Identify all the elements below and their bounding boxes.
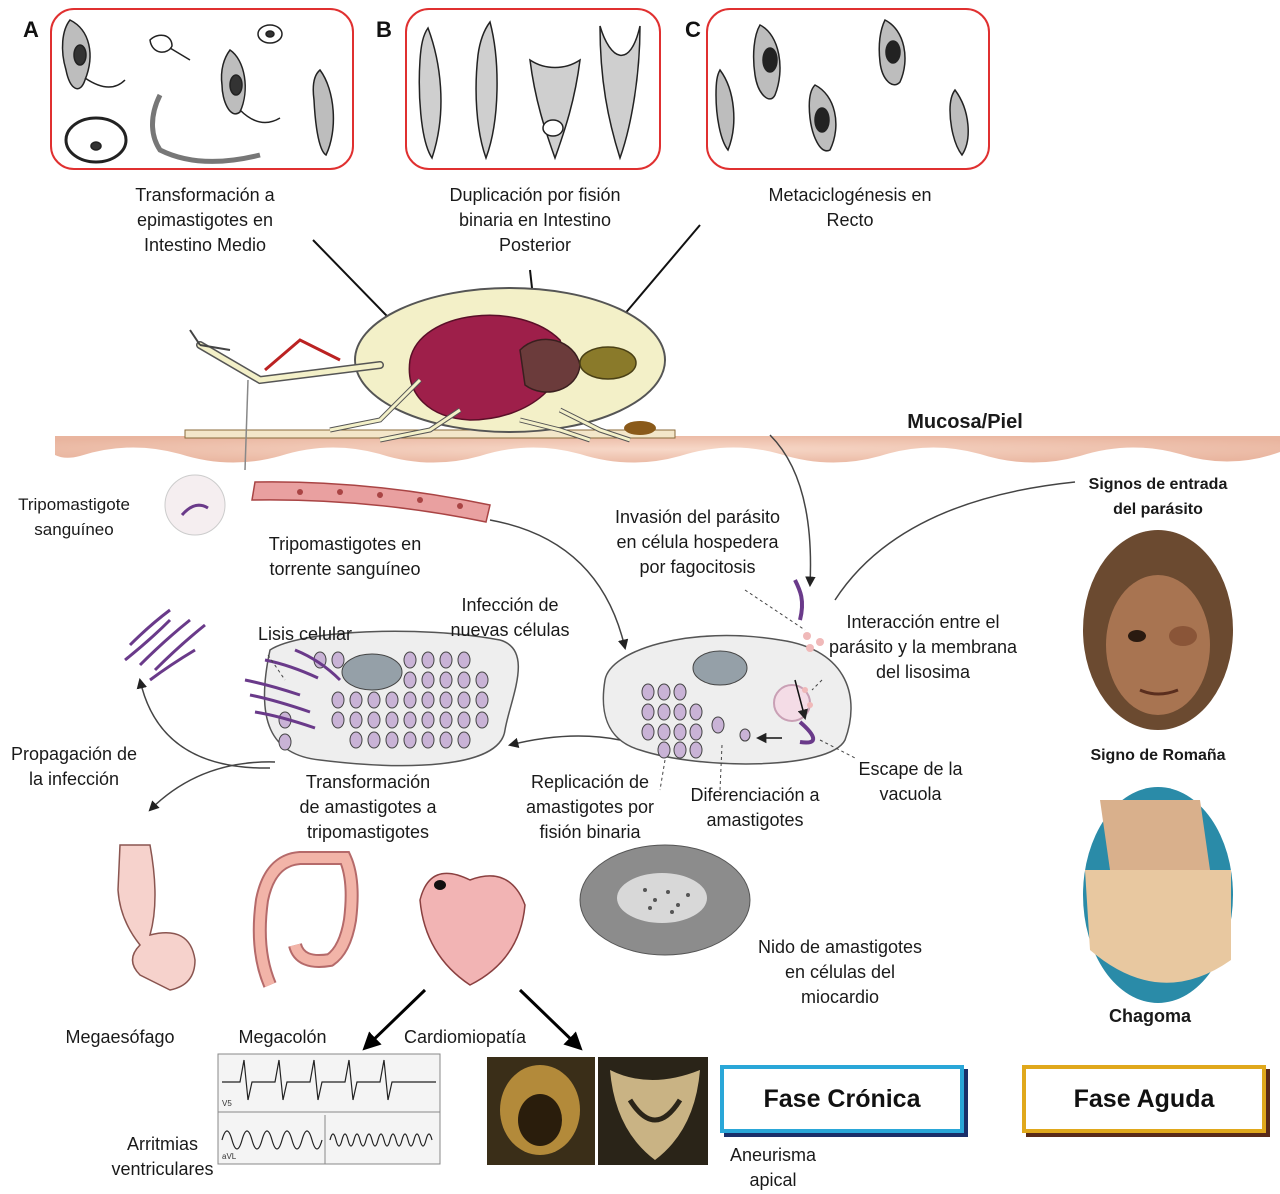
panel-c-frame (706, 8, 990, 170)
heart-illustration (420, 873, 525, 985)
panel-b-caption: Duplicación por fisión binaria en Intest… (420, 183, 650, 258)
signo-romana-label: Signo de Romaña (1058, 743, 1258, 768)
infeccion-nuevas-label: Infección de nuevas células (440, 593, 580, 643)
megacolon-label: Megacolón (220, 1025, 345, 1050)
fase-aguda-box: Fase Aguda (1022, 1065, 1266, 1133)
skin-mucosa-band (55, 430, 1280, 463)
fase-cronica-box: Fase Crónica (720, 1065, 964, 1133)
tripomastigotes-torrente-label: Tripomastigotes en torrente sanguíneo (250, 532, 440, 582)
aneurisma-label: Aneurisma apical (718, 1143, 828, 1193)
ecg-v5-label: V5 (222, 1099, 232, 1108)
fase-cronica-label: Fase Crónica (763, 1085, 920, 1114)
replicacion-label: Replicación de amastigotes por fisión bi… (510, 770, 670, 845)
megacolon-illustration (260, 858, 352, 985)
panel-letter-c: C (685, 17, 701, 43)
lisis-celular-label: Lisis celular (250, 622, 360, 647)
panel-a-frame (50, 8, 354, 170)
chagoma-label: Chagoma (1090, 1004, 1210, 1029)
interaccion-label: Interacción entre el parásito y la membr… (813, 610, 1033, 685)
invasion-label: Invasión del parásito en célula hospeder… (590, 505, 805, 580)
panel-b-frame (405, 8, 661, 170)
free-trypomastigotes (125, 610, 205, 680)
nido-amastigotes-label: Nido de amastigotes en células del mioca… (735, 935, 945, 1010)
host-cell-left (245, 631, 518, 765)
cardiomiopatia-label: Cardiomiopatía (390, 1025, 540, 1050)
aneurysm-photos (487, 1057, 708, 1165)
romana-sign-photo (1083, 530, 1233, 730)
chagoma-photo (1083, 787, 1233, 1003)
fase-aguda-label: Fase Aguda (1074, 1085, 1215, 1114)
megaesofago-label: Megaesófago (50, 1025, 190, 1050)
propagacion-label: Propagación de la infección (0, 742, 148, 792)
blood-smear (165, 475, 225, 535)
megaesophagus-illustration (118, 845, 195, 990)
diferenciacion-label: Diferenciación a amastigotes (680, 783, 830, 833)
amastigote-nest-micrograph (580, 845, 750, 955)
arritmias-label: Arritmias ventriculares (105, 1132, 220, 1182)
arrow-entry-signs (835, 482, 1075, 600)
tripomastigote-sanguineo-label: Tripomastigote sanguíneo (0, 492, 148, 542)
transformacion-label: Transformación de amastigotes a tripomas… (288, 770, 448, 845)
panel-c-caption: Metaciclogénesis en Recto (745, 183, 955, 233)
mucosa-label: Mucosa/Piel (880, 410, 1050, 435)
signos-entrada-label: Signos de entrada del parásito (1068, 472, 1248, 522)
panel-letter-b: B (376, 17, 392, 43)
ecg-avl-label: aVL (222, 1152, 236, 1161)
ecg-strips (218, 1054, 440, 1164)
panel-letter-a: A (23, 17, 39, 43)
blood-vessel (252, 482, 490, 522)
arrow-to-replication (510, 736, 620, 745)
arrow-to-organs (150, 762, 275, 810)
panel-a-caption: Transformación a epimastigotes en Intest… (95, 183, 315, 258)
arrow-propagation (140, 680, 270, 768)
escape-label: Escape de la vacuola (848, 757, 973, 807)
